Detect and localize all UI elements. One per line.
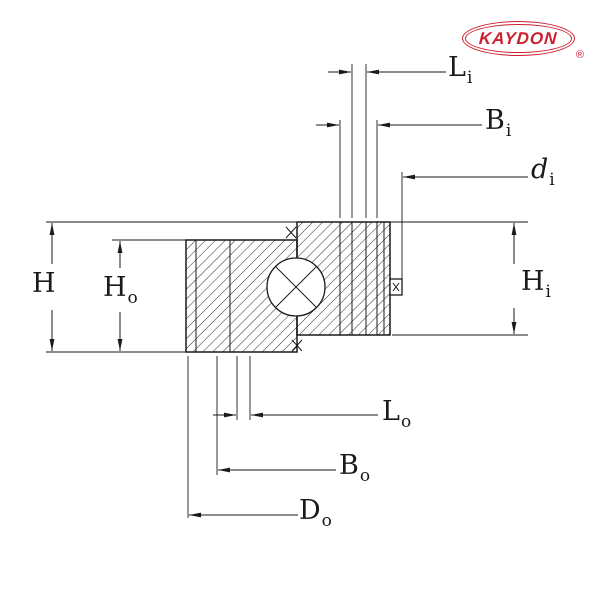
dim-label-li: Li [448, 52, 473, 88]
bearing-section [185, 221, 391, 353]
dim-label-lo: Lo [382, 396, 412, 432]
dim-label-ho: Ho [103, 272, 138, 308]
dim-label-hi: Hi [521, 266, 551, 302]
dim-label-do: Do [299, 495, 332, 531]
kaydon-logo: KAYDON ® [462, 21, 584, 61]
logo-oval-outer [462, 21, 575, 56]
dimension-Do [187, 356, 298, 518]
dim-label-di: di [531, 154, 555, 190]
registered-trademark: ® [575, 49, 584, 61]
dimension-Li [328, 64, 446, 218]
dimension-H [46, 221, 528, 353]
dimension-Hi [392, 223, 528, 336]
dimension-Bo [216, 356, 336, 475]
dimension-Bi [316, 120, 482, 218]
logo-oval-inner: KAYDON [465, 24, 572, 53]
dim-label-bi: Bi [485, 105, 512, 141]
dimension-Lo [213, 356, 378, 420]
dimension-Ho [112, 239, 186, 351]
seal-marks [285, 226, 303, 352]
dim-label-h: H [32, 268, 56, 299]
dimension-di [401, 172, 528, 280]
dim-label-bo: Bo [339, 450, 371, 486]
grease-fitting [389, 278, 403, 296]
